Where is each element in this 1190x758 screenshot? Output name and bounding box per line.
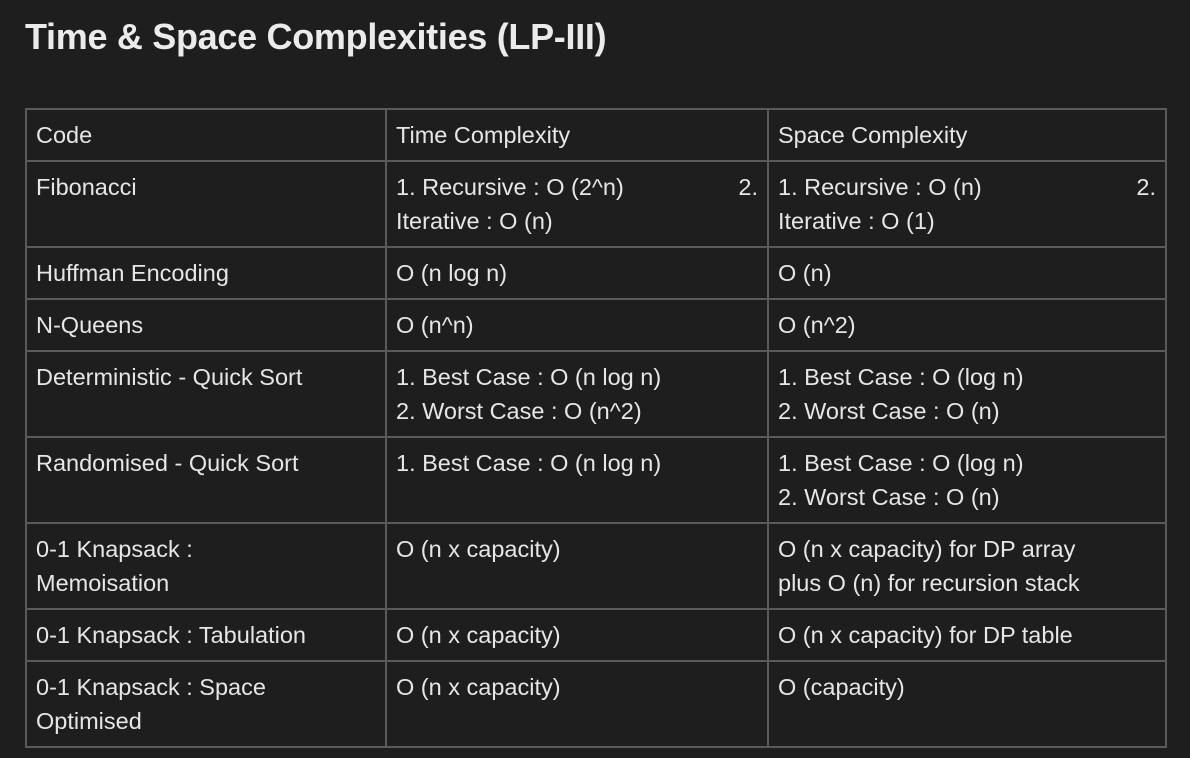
- cell-space: O (n x capacity) for DP array plus O (n)…: [767, 522, 1167, 610]
- cell-text: O (n x capacity): [396, 674, 561, 700]
- cell-text: O (n x capacity): [396, 536, 561, 562]
- table-header-row: Code Time Complexity Space Complexity: [25, 108, 1167, 162]
- cell-space: O (n^2): [767, 298, 1167, 352]
- table-row: 0-1 Knapsack : Tabulation O (n x capacit…: [25, 608, 1167, 662]
- cell-code: Randomised - Quick Sort: [25, 436, 387, 524]
- table-row: Randomised - Quick Sort 1. Best Case : O…: [25, 436, 1167, 524]
- cell-text: 1. Recursive : O (2^n): [396, 174, 624, 200]
- cell-text: 2. Worst Case : O (n^2): [396, 398, 642, 424]
- cell-text: O (n): [778, 260, 832, 286]
- table-row: Fibonacci 1. Recursive : O (2^n) 2. Iter…: [25, 160, 1167, 248]
- cell-code: Huffman Encoding: [25, 246, 387, 300]
- cell-text: Iterative : O (1): [778, 208, 935, 234]
- cell-text: 2.: [738, 174, 758, 200]
- cell-line: 1. Recursive : O (n) 2.: [778, 170, 1156, 204]
- cell-text: N-Queens: [36, 312, 144, 338]
- cell-text: Huffman Encoding: [36, 260, 229, 286]
- cell-text: Memoisation: [36, 570, 170, 596]
- cell-text: O (n x capacity): [396, 622, 561, 648]
- cell-time: O (n x capacity): [385, 522, 769, 610]
- cell-text: 1. Best Case : O (n log n): [396, 364, 662, 390]
- complexity-table: Code Time Complexity Space Complexity Fi…: [25, 108, 1167, 748]
- cell-text: O (capacity): [778, 674, 905, 700]
- table-row: N-Queens O (n^n) O (n^2): [25, 298, 1167, 352]
- cell-text: Optimised: [36, 708, 142, 734]
- table-row: 0-1 Knapsack : Space Optimised O (n x ca…: [25, 660, 1167, 748]
- cell-code: 0-1 Knapsack : Memoisation: [25, 522, 387, 610]
- cell-code: Fibonacci: [25, 160, 387, 248]
- header-time-complexity: Time Complexity: [385, 108, 769, 162]
- cell-text: 1. Best Case : O (log n): [778, 450, 1024, 476]
- cell-space: O (capacity): [767, 660, 1167, 748]
- cell-text: O (n^2): [778, 312, 856, 338]
- cell-text: O (n^n): [396, 312, 474, 338]
- cell-text: Iterative : O (n): [396, 208, 553, 234]
- cell-text: O (n x capacity) for DP table: [778, 622, 1073, 648]
- table-row: Huffman Encoding O (n log n) O (n): [25, 246, 1167, 300]
- cell-text: 2. Worst Case : O (n): [778, 398, 1000, 424]
- cell-text: Deterministic - Quick Sort: [36, 364, 303, 390]
- cell-text: 0-1 Knapsack :: [36, 536, 193, 562]
- cell-text: O (n log n): [396, 260, 508, 286]
- cell-code: N-Queens: [25, 298, 387, 352]
- cell-text: 0-1 Knapsack : Space: [36, 674, 266, 700]
- cell-text: 2. Worst Case : O (n): [778, 484, 1000, 510]
- cell-time: 1. Recursive : O (2^n) 2. Iterative : O …: [385, 160, 769, 248]
- cell-time: 1. Best Case : O (n log n): [385, 436, 769, 524]
- cell-space: 1. Best Case : O (log n) 2. Worst Case :…: [767, 350, 1167, 438]
- cell-code: Deterministic - Quick Sort: [25, 350, 387, 438]
- cell-code: 0-1 Knapsack : Tabulation: [25, 608, 387, 662]
- cell-space: 1. Recursive : O (n) 2. Iterative : O (1…: [767, 160, 1167, 248]
- page-title: Time & Space Complexities (LP-III): [25, 16, 607, 57]
- cell-time: O (n^n): [385, 298, 769, 352]
- cell-code: 0-1 Knapsack : Space Optimised: [25, 660, 387, 748]
- cell-text: 1. Best Case : O (log n): [778, 364, 1024, 390]
- cell-time: 1. Best Case : O (n log n) 2. Worst Case…: [385, 350, 769, 438]
- cell-text: Fibonacci: [36, 174, 137, 200]
- cell-space: 1. Best Case : O (log n) 2. Worst Case :…: [767, 436, 1167, 524]
- cell-text: 1. Recursive : O (n): [778, 174, 982, 200]
- cell-text: 2.: [1136, 174, 1156, 200]
- cell-line: 1. Recursive : O (2^n) 2.: [396, 170, 758, 204]
- cell-time: O (n log n): [385, 246, 769, 300]
- cell-space: O (n): [767, 246, 1167, 300]
- table-row: 0-1 Knapsack : Memoisation O (n x capaci…: [25, 522, 1167, 610]
- cell-text: Randomised - Quick Sort: [36, 450, 299, 476]
- cell-text: O (n x capacity) for DP array: [778, 536, 1076, 562]
- cell-text: 0-1 Knapsack : Tabulation: [36, 622, 306, 648]
- table-row: Deterministic - Quick Sort 1. Best Case …: [25, 350, 1167, 438]
- cell-time: O (n x capacity): [385, 660, 769, 748]
- header-code: Code: [25, 108, 387, 162]
- cell-space: O (n x capacity) for DP table: [767, 608, 1167, 662]
- cell-text: 1. Best Case : O (n log n): [396, 450, 662, 476]
- cell-time: O (n x capacity): [385, 608, 769, 662]
- cell-text: plus O (n) for recursion stack: [778, 570, 1080, 596]
- header-space-complexity: Space Complexity: [767, 108, 1167, 162]
